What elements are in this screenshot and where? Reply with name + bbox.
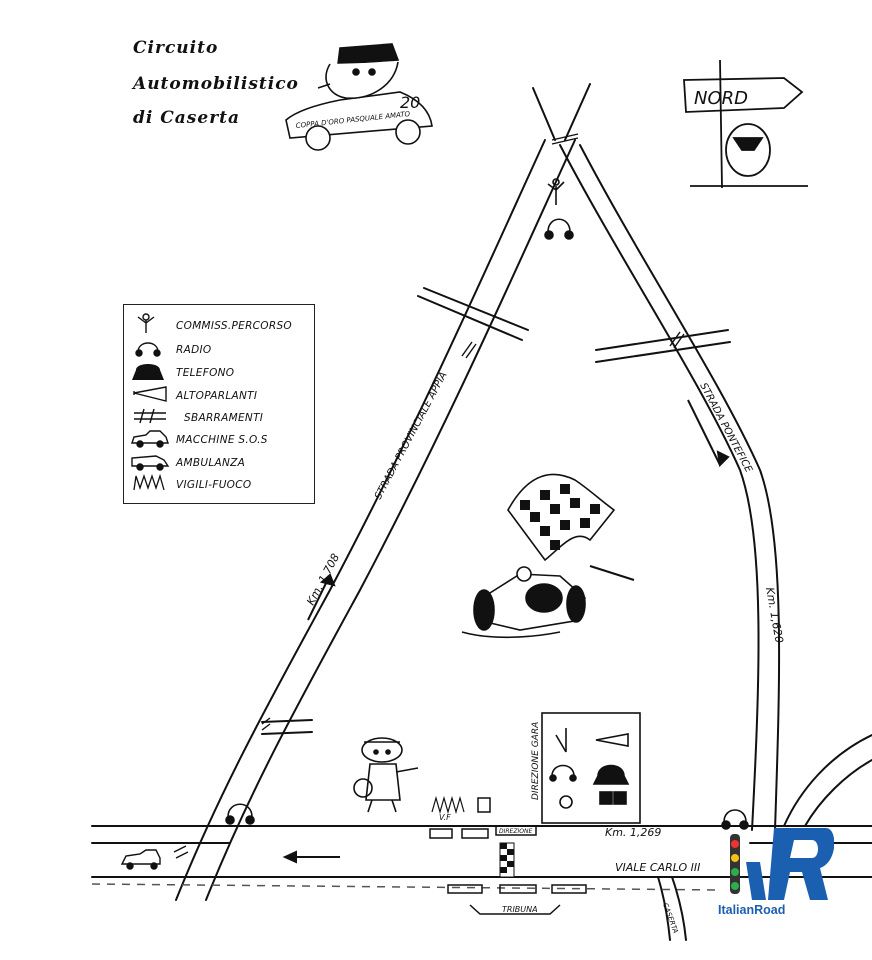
loudspeaker-icon [133, 386, 167, 402]
barrier-icon [134, 408, 166, 424]
trophy-car [285, 43, 433, 151]
telephone-icon [132, 364, 164, 380]
race-car [461, 566, 586, 639]
trophy-car-number: 20 [400, 93, 420, 112]
title-line-3: di Caserta [133, 108, 241, 128]
tow-truck-icon [120, 849, 161, 870]
road-fork-right [564, 83, 591, 141]
north-signpost [683, 59, 808, 189]
direzione-gara-label: DIREZIONE GARA [531, 722, 541, 800]
start-finish-line [499, 842, 515, 878]
right-road-label: STRADA PONTEFICE [697, 381, 754, 475]
left-road-outer [175, 139, 546, 901]
radio-icon [135, 342, 161, 357]
north-sign-label: NORD [694, 88, 748, 109]
distance-right: Km. 1,620 [763, 586, 786, 644]
fire-brigade-icon [133, 473, 165, 491]
vf-label: V.F [439, 813, 451, 822]
radio-icon [721, 809, 749, 830]
road-fork-left [532, 87, 556, 141]
title-line-2: Automobilistico [133, 74, 299, 94]
legend-label: SBARRAMENTI [184, 412, 264, 424]
right-road-outer [559, 144, 760, 831]
info-board [541, 712, 641, 824]
tribuna-stands [447, 884, 587, 915]
legend-label: RADIO [176, 344, 212, 356]
caserta-label: CASERTA [661, 902, 679, 935]
legend-label: VIGILI-FUOCO [176, 479, 252, 491]
marshal-icon [137, 313, 155, 333]
tow-truck-icon [131, 430, 169, 448]
radio-icon [225, 803, 255, 825]
watermark-text: ItalianRoad [718, 903, 786, 917]
legend-label: TELEFONO [176, 367, 235, 379]
right-road-inner [579, 144, 781, 831]
mechanic-figure [353, 737, 419, 813]
title-line-1: Circuito [133, 38, 219, 58]
legend-label: COMMISS.PERCORSO [176, 320, 292, 332]
legend-box: COMMISS.PERCORSO RADIO TELEFONO ALTOPARL… [123, 304, 315, 504]
fire-brigade-icon [431, 795, 465, 815]
legend-label: AMBULANZA [176, 457, 246, 469]
legend-label: MACCHINE S.O.S [176, 434, 268, 446]
checkered-flag [507, 473, 635, 581]
radio-icon [544, 178, 574, 240]
tribuna-label: TRIBUNA [502, 905, 538, 914]
left-road-inner [205, 139, 576, 901]
direzione-box-label: DIREZIONE [499, 828, 532, 835]
italianroad-logo [730, 828, 834, 900]
legend-label: ALTOPARLANTI [176, 390, 258, 402]
bottom-road-label: VIALE CARLO III [615, 861, 700, 874]
distance-bottom: Km. 1,269 [605, 826, 661, 839]
ambulance-icon [131, 455, 170, 471]
